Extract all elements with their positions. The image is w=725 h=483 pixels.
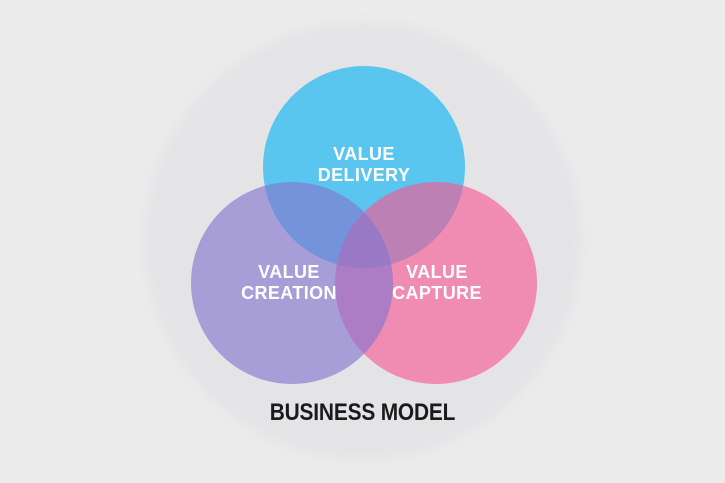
- label-value-capture: VALUE CAPTURE: [392, 262, 482, 303]
- label-value-delivery: VALUE DELIVERY: [317, 144, 411, 185]
- circle-value-creation: [191, 182, 393, 384]
- label-value-creation: VALUE CREATION: [241, 262, 337, 303]
- diagram-title: BUSINESS MODEL: [269, 399, 456, 426]
